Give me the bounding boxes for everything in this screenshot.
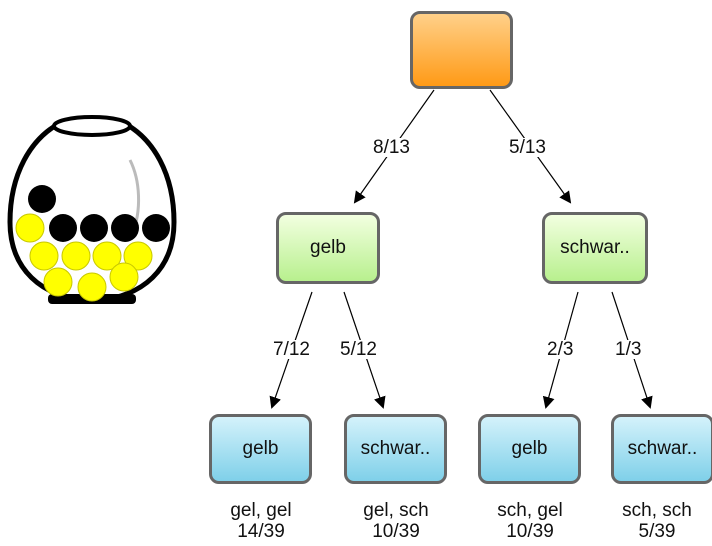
prob-label-schwarz-gelb: 2/3 <box>546 339 575 360</box>
urn-neck <box>52 115 132 137</box>
yellow-ball <box>43 267 73 297</box>
outcome-gelb-gelb: gel, gel 14/39 <box>206 500 316 542</box>
yellow-ball <box>61 241 91 271</box>
yellow-ball <box>29 241 59 271</box>
outcome-schwarz-gelb: sch, gel 10/39 <box>475 500 585 542</box>
outcome-schwarz-schwarz: sch, sch 5/39 <box>602 500 712 542</box>
black-ball <box>28 185 56 213</box>
tree-node-schwarz-schwarz[interactable]: schwar.. <box>611 414 712 484</box>
yellow-ball <box>123 241 153 271</box>
prob-label-root-schwarz: 5/13 <box>508 137 547 158</box>
outcome-probability: 10/39 <box>506 521 554 542</box>
outcome-gelb-schwarz: gel, sch 10/39 <box>341 500 451 542</box>
urn-illustration <box>7 115 177 304</box>
tree-node-gelb-schwarz[interactable]: schwar.. <box>344 414 447 484</box>
prob-label-root-gelb: 8/13 <box>372 137 411 158</box>
tree-root-node[interactable] <box>410 11 513 89</box>
outcome-label: gel, gel <box>230 500 292 521</box>
tree-node-gelb[interactable]: gelb <box>276 212 380 284</box>
black-ball <box>49 214 77 242</box>
black-ball <box>111 214 139 242</box>
prob-label-schwarz-schwarz: 1/3 <box>614 339 643 360</box>
prob-label-gelb-schwarz: 5/12 <box>339 339 378 360</box>
outcome-label: gel, sch <box>363 500 429 521</box>
tree-node-gelb-gelb[interactable]: gelb <box>209 414 312 484</box>
outcome-label: sch, gel <box>497 500 563 521</box>
tree-node-schwarz[interactable]: schwar.. <box>542 212 648 284</box>
black-ball <box>80 214 108 242</box>
black-ball <box>142 214 170 242</box>
outcome-probability: 5/39 <box>638 521 676 542</box>
yellow-ball <box>109 262 139 292</box>
yellow-ball <box>15 213 45 243</box>
outcome-probability: 10/39 <box>372 521 420 542</box>
tree-node-schwarz-gelb[interactable]: gelb <box>478 414 581 484</box>
outcome-label: sch, sch <box>622 500 692 521</box>
yellow-ball <box>92 241 122 271</box>
urn-balls <box>15 185 170 302</box>
outcome-probability: 14/39 <box>237 521 285 542</box>
yellow-ball <box>77 272 107 302</box>
prob-label-gelb-gelb: 7/12 <box>272 339 311 360</box>
